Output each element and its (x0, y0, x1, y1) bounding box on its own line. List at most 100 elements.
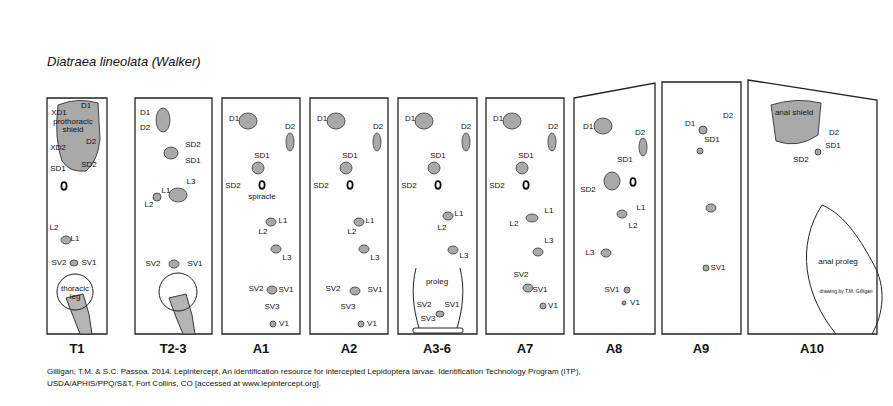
seta-label: D1 (317, 115, 327, 123)
body-part: anal shield (768, 97, 823, 149)
seta-label: D1 (493, 115, 503, 123)
pinaculum (699, 126, 707, 134)
segment-panel: T1D1XD1XD2D2SD2SD1L2L1SV2SV1prothoracic … (47, 98, 107, 334)
seta-label: D2 (635, 129, 645, 137)
seta-label: spiracle (248, 193, 276, 201)
pinaculum (624, 287, 630, 293)
seta-label: L3 (187, 178, 196, 186)
seta-label: SV1 (81, 259, 96, 267)
seta-label: V1 (548, 302, 558, 310)
pinaculum (270, 321, 276, 327)
body-part: thoracic leg (54, 272, 98, 334)
seta-label: V1 (367, 320, 377, 328)
seta-label: SD1 (185, 157, 201, 165)
seta-label: SD2 (185, 141, 201, 149)
pinaculum (594, 118, 612, 134)
pinaculum (533, 248, 543, 256)
segment-outline (135, 98, 212, 334)
pinaculum (354, 218, 364, 226)
seta-label: SV1 (604, 286, 619, 294)
segment-panel: A8D1D2SD1SD2L1L2L3SV1V1 (574, 83, 655, 334)
segment-name: A9 (693, 342, 710, 356)
part-label: anal proleg (818, 258, 858, 266)
segment-illustration (398, 98, 477, 334)
segment-panel: A9D1D2SD1SV1 (662, 82, 741, 334)
seta-label: L3 (371, 254, 380, 262)
seta-label: SD1 (825, 142, 841, 150)
segment-outline (574, 83, 655, 334)
pinaculum (516, 162, 528, 174)
seta-label: L3 (545, 237, 554, 245)
segment-name: A10 (800, 342, 824, 356)
seta-label: SD2 (401, 182, 417, 190)
seta-label: SV1 (278, 286, 293, 294)
seta-label: L1 (162, 187, 171, 195)
pinaculum (601, 249, 611, 257)
seta-label: SV1 (444, 301, 459, 309)
seta-label: SV2 (416, 301, 431, 309)
segment-name: A3-6 (423, 342, 451, 356)
pinaculum (415, 113, 433, 129)
seta-label: D2 (86, 138, 96, 146)
seta-label: SV2 (145, 260, 160, 268)
segment-outline (310, 98, 388, 334)
pinaculum (271, 245, 281, 253)
seta-label: D2 (723, 112, 733, 120)
pinaculum (548, 133, 556, 151)
segment-illustration (486, 98, 564, 334)
proleg-crochets (413, 328, 463, 333)
seta-label: L1 (455, 210, 464, 218)
pinaculum (286, 133, 294, 151)
seta-label: SD1 (430, 152, 446, 160)
seta-label: D1 (583, 123, 593, 131)
segment-panel: A3-6D1D2SD1SD2L1L2L3SV2SV1SV3proleg (398, 98, 477, 334)
seta-label: L2 (438, 224, 447, 232)
seta-label: D2 (829, 129, 839, 137)
seta-label: SD1 (254, 152, 270, 160)
seta-label: SD1 (50, 165, 66, 173)
seta-label: D2 (285, 123, 295, 131)
seta-label: D2 (373, 123, 383, 131)
pinaculum (267, 286, 277, 294)
segment-illustration (310, 98, 388, 334)
pinaculum (526, 214, 538, 222)
leg-shape (169, 294, 195, 334)
shield-shape (57, 100, 100, 171)
segment-illustration (222, 98, 300, 334)
seta-label: SV3 (340, 303, 355, 311)
seta-label: SD1 (518, 152, 534, 160)
seta-label: SV1 (367, 286, 382, 294)
pinaculum (164, 147, 178, 159)
pinaculum (462, 133, 470, 151)
segment-illustration (54, 272, 98, 334)
pinaculum (156, 108, 170, 132)
pinaculum (697, 148, 703, 154)
segment-panel: A10D2SD1SD2anal shieldanal proleg (748, 80, 877, 334)
pinaculum (617, 210, 627, 218)
segment-name: A7 (517, 342, 534, 356)
pinaculum (428, 162, 440, 174)
seta-label: V1 (630, 299, 640, 307)
pinaculum (327, 113, 345, 129)
seta-label: L2 (348, 228, 357, 236)
seta-label: SV2 (248, 285, 263, 293)
segment-outline (398, 98, 477, 334)
segment-name: A8 (606, 342, 623, 356)
seta-label: SD2 (580, 186, 596, 194)
seta-label: SV1 (710, 264, 725, 272)
spiracle-mark (435, 181, 440, 189)
leg-coxa-outline (57, 274, 93, 310)
anal-shield-shape (771, 100, 821, 143)
seta-label: V1 (279, 320, 289, 328)
seta-label: D1 (685, 120, 695, 128)
segment-illustration (135, 98, 212, 334)
seta-label: SV3 (420, 315, 435, 323)
seta-label: D2 (461, 123, 471, 131)
artist-credit: drawing by T.M. Gilligan (820, 289, 873, 294)
pinaculum (622, 301, 626, 305)
seta-label: L1 (545, 207, 554, 215)
seta-label: D1 (229, 115, 239, 123)
seta-label: SD2 (489, 182, 505, 190)
seta-label: L2 (510, 220, 519, 228)
